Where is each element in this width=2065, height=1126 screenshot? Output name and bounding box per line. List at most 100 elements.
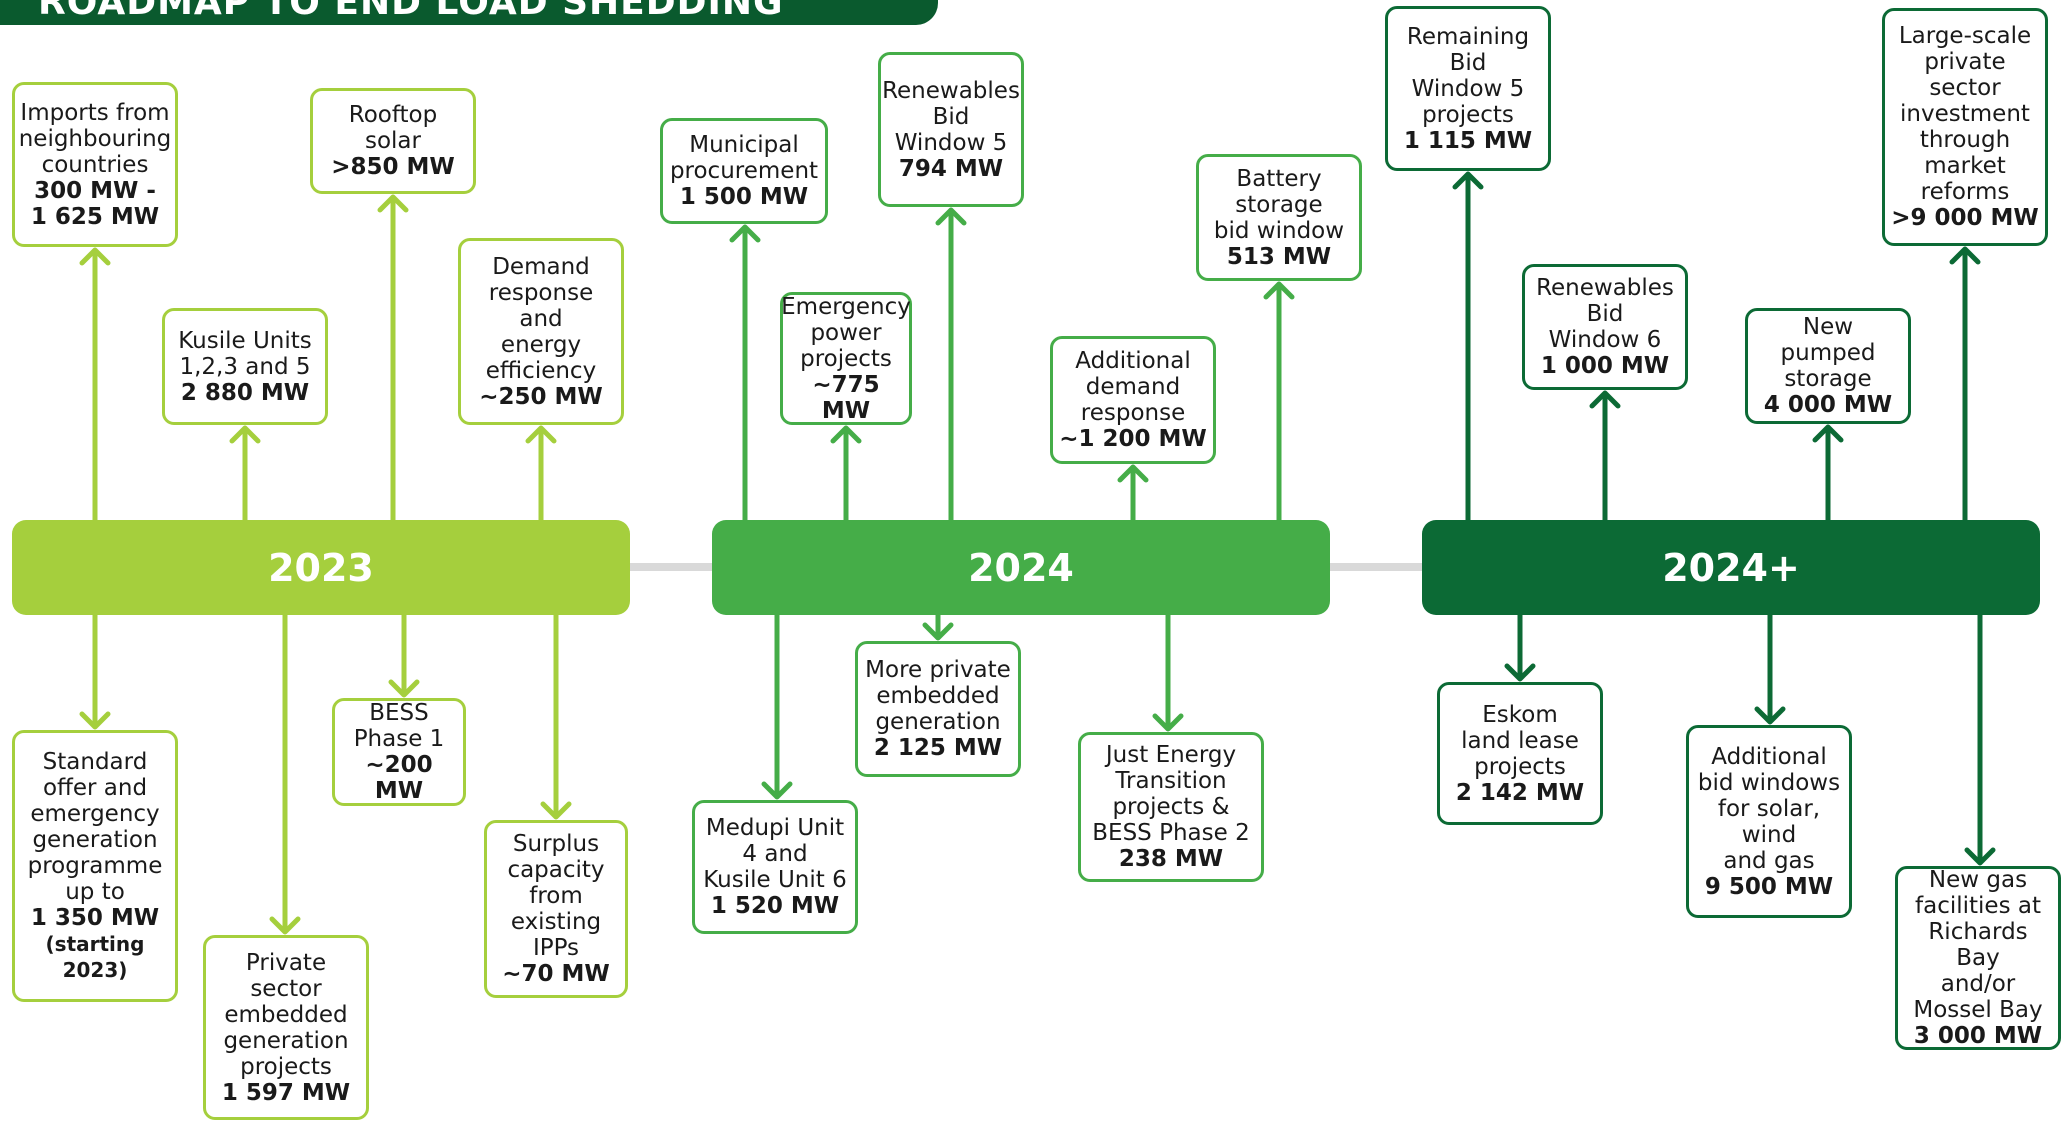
node-label: Additional demand response xyxy=(1075,348,1191,426)
node-label: New gas facilities at Richards Bay and/o… xyxy=(1913,867,2043,1023)
roadmap-node: Emergency power projects~775 MW xyxy=(780,292,912,425)
node-label: Just Energy Transition projects & BESS P… xyxy=(1092,742,1250,846)
roadmap-node: Surplus capacity from existing IPPs~70 M… xyxy=(484,820,628,998)
arrow-head xyxy=(79,247,111,266)
node-value: 4 000 MW xyxy=(1763,392,1893,418)
node-label: Imports from neighbouring countries xyxy=(18,99,172,178)
arrow-head xyxy=(1589,390,1621,409)
node-label: Additional bid windows for solar, wind a… xyxy=(1697,743,1841,874)
arrow-head xyxy=(729,224,761,243)
node-label: Private sector embedded generation proje… xyxy=(223,949,349,1080)
node-value: 300 MW - 1 625 MW xyxy=(30,177,160,230)
arrow-head xyxy=(922,622,954,641)
title-banner xyxy=(0,0,938,25)
node-value: ~1 200 MW xyxy=(1059,426,1207,452)
node-label: Battery storage bid window xyxy=(1213,165,1345,244)
roadmap-node: Demand response and energy efficiency~25… xyxy=(458,238,624,425)
phase-bar-2023: 2023 xyxy=(12,520,630,615)
node-value: 1 520 MW xyxy=(710,893,840,919)
arrow-head xyxy=(1117,464,1149,483)
roadmap-node: BESS Phase 1~200 MW xyxy=(332,698,466,806)
arrow-head xyxy=(377,194,409,213)
roadmap-node: New gas facilities at Richards Bay and/o… xyxy=(1895,866,2061,1050)
roadmap-node: Just Energy Transition projects & BESS P… xyxy=(1078,732,1264,882)
node-label: Remaining Bid Window 5 projects xyxy=(1406,23,1530,128)
arrow-head xyxy=(1263,281,1295,300)
roadmap-node: Additional bid windows for solar, wind a… xyxy=(1686,725,1852,918)
node-value: >850 MW xyxy=(331,154,455,180)
node-value: 794 MW xyxy=(898,155,1004,182)
arrow-head xyxy=(1754,706,1786,725)
phase-bar-2024: 2024 xyxy=(712,520,1330,615)
node-value: 1 115 MW xyxy=(1403,127,1533,154)
node-label: Emergency power projects xyxy=(781,293,911,372)
node-label: More private embedded generation xyxy=(865,657,1011,735)
arrow-head xyxy=(1452,171,1484,190)
arrow-head xyxy=(388,679,420,698)
phase-bar-2024-plus: 2024+ xyxy=(1422,520,2040,615)
node-label: Renewables Bid Window 6 xyxy=(1536,275,1674,353)
roadmap-node: Additional demand response~1 200 MW xyxy=(1050,336,1216,464)
arrow-head xyxy=(540,801,572,820)
node-label: Demand response and energy efficiency xyxy=(485,253,597,384)
arrow-head xyxy=(79,711,111,730)
node-value: 1 597 MW xyxy=(221,1079,351,1106)
arrow-head xyxy=(1812,424,1844,443)
node-value: 1 350 MW xyxy=(30,905,160,931)
node-label: Large-scale private sector investment th… xyxy=(1898,23,2032,205)
arrow-head xyxy=(935,207,967,226)
node-value: 513 MW xyxy=(1226,243,1332,270)
node-label: Renewables Bid Window 5 xyxy=(882,77,1020,156)
arrow-head xyxy=(525,425,557,444)
node-value: 2 142 MW xyxy=(1455,779,1585,806)
arrow-head xyxy=(269,916,301,935)
arrow-head xyxy=(761,781,793,800)
node-value: 9 500 MW xyxy=(1704,873,1834,900)
page-title: ROADMAP TO END LOAD SHEDDING xyxy=(38,0,784,23)
node-label: Kusile Units 1,2,3 and 5 xyxy=(178,327,312,380)
node-label: Rooftop solar xyxy=(348,102,438,154)
node-value: 2 125 MW xyxy=(873,735,1003,761)
node-label: Municipal procurement xyxy=(669,132,819,184)
arrow-head xyxy=(1949,246,1981,265)
roadmap-node: Large-scale private sector investment th… xyxy=(1882,8,2048,246)
node-value: >9 000 MW xyxy=(1891,205,2039,231)
roadmap-node: Private sector embedded generation proje… xyxy=(203,935,369,1120)
roadmap-node: Rooftop solar>850 MW xyxy=(310,88,476,194)
node-value: ~70 MW xyxy=(502,961,610,987)
node-value: ~200 MW xyxy=(365,752,433,804)
node-label: BESS Phase 1 xyxy=(353,700,445,752)
node-note: (starting 2023) xyxy=(45,932,145,982)
node-value: 3 000 MW xyxy=(1913,1023,2043,1049)
node-value: ~775 MW xyxy=(812,371,880,424)
arrow-head xyxy=(1152,713,1184,732)
roadmap-node: Standard offer and emergency generation … xyxy=(12,730,178,1002)
node-value: 238 MW xyxy=(1118,846,1224,872)
node-label: Standard offer and emergency generation … xyxy=(27,749,163,905)
node-value: 1 500 MW xyxy=(679,184,809,210)
node-value: 2 880 MW xyxy=(180,379,310,406)
arrow-head xyxy=(229,425,261,444)
node-label: Eskom land lease projects xyxy=(1461,701,1579,780)
arrow-head xyxy=(1964,847,1996,866)
arrow-head xyxy=(830,425,862,444)
node-value: 1 000 MW xyxy=(1540,353,1670,379)
node-label: Medupi Unit 4 and Kusile Unit 6 xyxy=(703,815,847,893)
arrow-head xyxy=(1504,663,1536,682)
node-label: Surplus capacity from existing IPPs xyxy=(507,831,605,961)
node-label: New pumped storage xyxy=(1780,314,1876,392)
node-value: ~250 MW xyxy=(479,383,603,410)
